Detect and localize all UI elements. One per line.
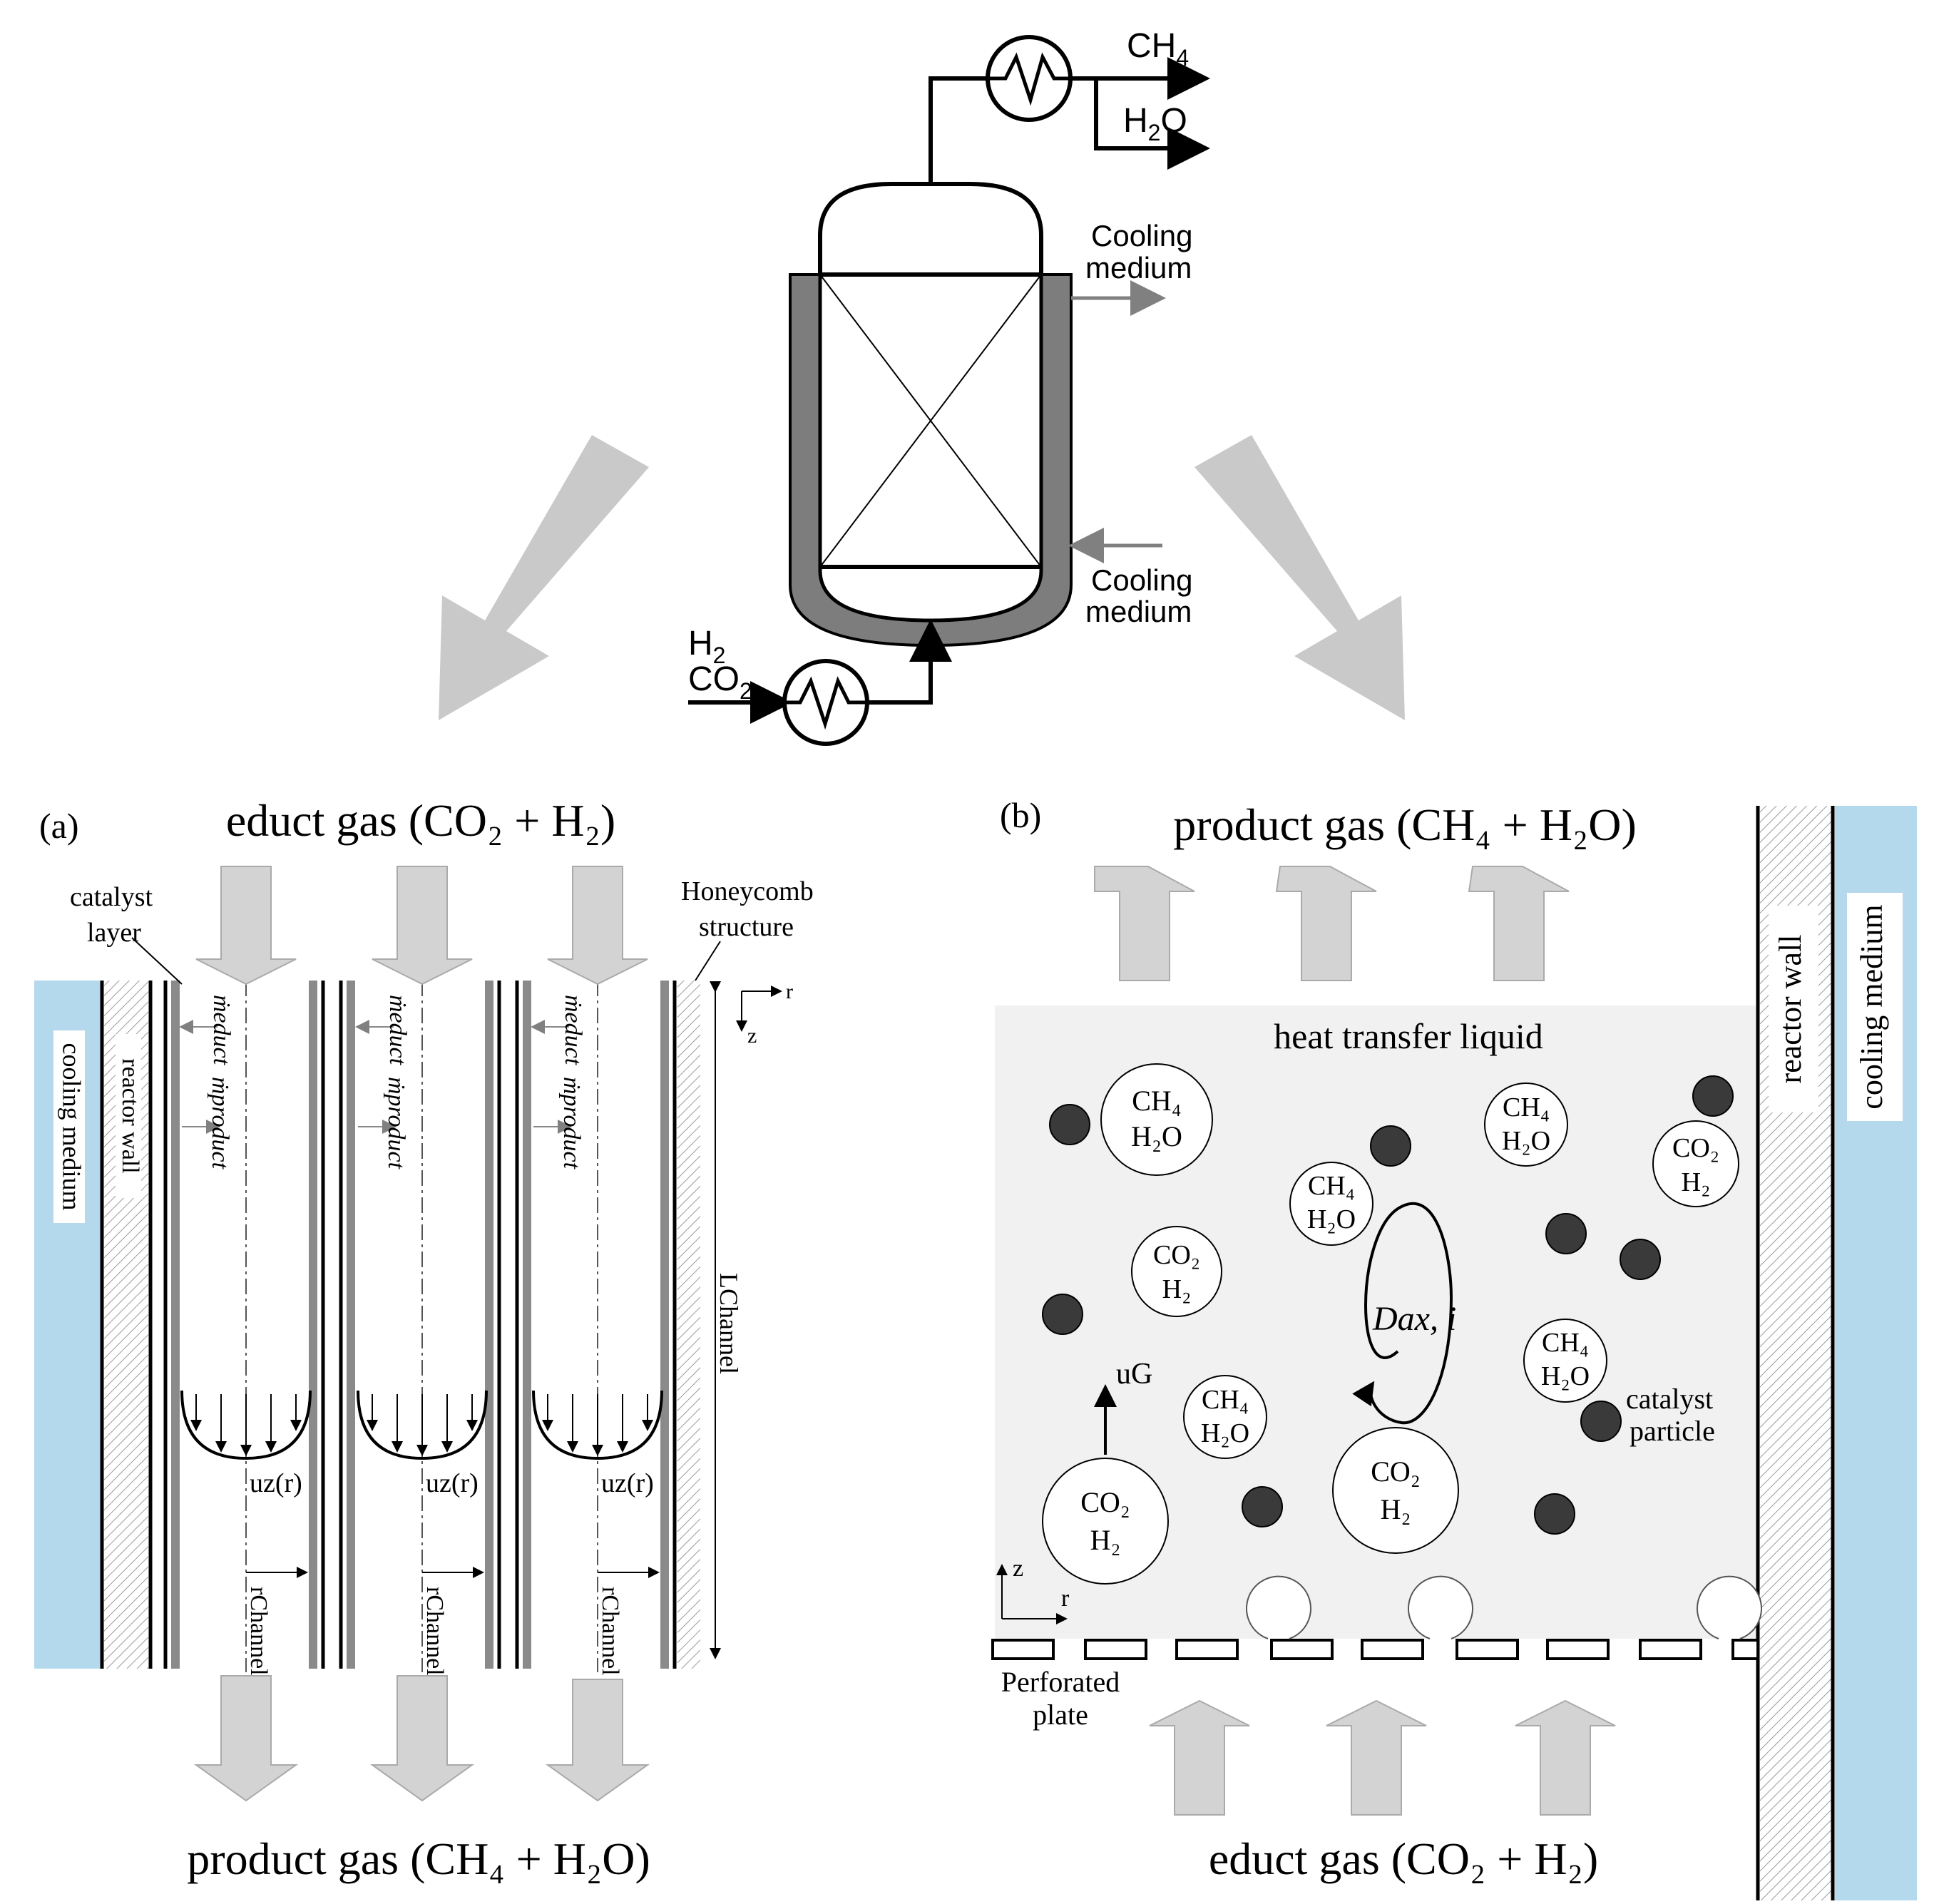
cooling-out-label-1: Cooling xyxy=(1091,219,1192,252)
heat-exchanger-bottom xyxy=(782,659,869,746)
svg-text:H₂O: H₂O xyxy=(1131,1120,1182,1152)
catalyst-particles xyxy=(1042,1075,1734,1535)
catalyst-particle-label-2: particle xyxy=(1630,1415,1715,1447)
velocity-label-1: uz(r) xyxy=(250,1468,302,1498)
panel-b-tag: (b) xyxy=(1000,795,1041,835)
axis-z-a: z xyxy=(747,1024,757,1048)
svg-text:H₂: H₂ xyxy=(1682,1167,1711,1197)
reactor-wall-label-a: reactor wall xyxy=(117,1058,143,1173)
svg-text:CH₄: CH₄ xyxy=(1542,1328,1589,1358)
panel-b: (b) product gas (CH₄ + H₂O) educt gas (C… xyxy=(991,795,1917,1900)
radius-label-3: rChannel xyxy=(597,1587,623,1676)
dispersion-loop xyxy=(1352,1202,1453,1425)
svg-text:ṁproduct: ṁproduct xyxy=(383,1077,409,1170)
bubble-ch4-h2o: CH₄ H₂O xyxy=(1523,1319,1607,1403)
axis-r-b: r xyxy=(1061,1585,1070,1612)
radius-label-2: rChannel xyxy=(421,1587,448,1676)
perforated-plate xyxy=(991,1639,1759,1660)
ch4-label: CH4 xyxy=(1127,27,1189,71)
reactor-wall-label-b: reactor wall xyxy=(1773,935,1808,1084)
svg-text:CH₄: CH₄ xyxy=(1503,1092,1550,1122)
inlet-block-arrows-a xyxy=(193,866,650,1802)
gas-bubbles: CH₄ H₂O CH₄ H₂O CO₂ H₂ CH₄ H₂O CO₂ H xyxy=(1042,1063,1739,1585)
svg-text:ṁeduct: ṁeduct xyxy=(560,995,586,1066)
co2-inlet-label: CO2 xyxy=(688,660,752,704)
emerging-bubbles xyxy=(1246,1575,1762,1639)
arrow-to-panel-a xyxy=(439,435,649,720)
bubble-ch4-h2o: CH₄ H₂O xyxy=(1100,1063,1213,1176)
svg-text:ṁeduct: ṁeduct xyxy=(384,995,411,1066)
honeycomb-hatch xyxy=(677,981,700,1669)
svg-text:ṁproduct: ṁproduct xyxy=(207,1077,233,1170)
svg-text:H₂O: H₂O xyxy=(1307,1204,1356,1234)
h2o-outlet-arrow xyxy=(1094,78,1210,170)
panel-b-top-title: product gas (CH₄ + H₂O) xyxy=(1173,799,1637,850)
perforated-label-2: plate xyxy=(1033,1699,1088,1731)
svg-text:H₂: H₂ xyxy=(1162,1274,1192,1304)
vessel-dome xyxy=(818,182,1043,275)
liquid-label: heat transfer liquid xyxy=(1274,1016,1543,1056)
svg-text:H₂O: H₂O xyxy=(1201,1418,1249,1448)
heat-exchanger-top xyxy=(986,35,1073,122)
bubble-co2-h2: CO₂ H₂ xyxy=(1042,1458,1169,1585)
bubble-ch4-h2o: CH₄ H₂O xyxy=(1289,1162,1373,1246)
bubble-ch4-h2o: CH₄ H₂O xyxy=(1183,1375,1267,1459)
svg-text:CO₂: CO₂ xyxy=(1153,1240,1200,1270)
dispersion-label: Dax, i xyxy=(1372,1300,1456,1338)
svg-text:CO₂: CO₂ xyxy=(1371,1455,1421,1488)
radius-label-1: rChannel xyxy=(245,1587,272,1676)
perforated-label-1: Perforated xyxy=(1001,1666,1120,1698)
velocity-profiles xyxy=(180,1390,663,1460)
bubble-ch4-h2o: CH₄ H₂O xyxy=(1484,1082,1568,1167)
channel-walls xyxy=(163,981,700,1669)
svg-text:CH₄: CH₄ xyxy=(1132,1085,1182,1117)
bubble-co2-h2: CO₂ H₂ xyxy=(1652,1120,1739,1207)
panel-a-bottom-title: product gas (CH₄ + H₂O) xyxy=(187,1833,650,1884)
panel-a: (a) educt gas (CO₂ + H₂) product gas (CH… xyxy=(34,795,814,1884)
axis-r-a: r xyxy=(786,980,793,1003)
panel-a-tag: (a) xyxy=(39,806,79,846)
svg-text:ṁproduct: ṁproduct xyxy=(558,1077,585,1170)
svg-text:H₂: H₂ xyxy=(1090,1524,1121,1556)
outlet-block-arrows-b xyxy=(1094,866,1570,981)
svg-text:H₂: H₂ xyxy=(1381,1493,1411,1525)
velocity-label-2: uz(r) xyxy=(426,1468,479,1498)
inlet-riser xyxy=(867,619,952,705)
svg-text:CH₄: CH₄ xyxy=(1202,1385,1249,1415)
cooling-in-label-2: medium xyxy=(1085,595,1192,628)
length-label: LChannel xyxy=(715,1273,743,1374)
axis-a xyxy=(736,986,782,1032)
bubble-co2-h2: CO₂ H₂ xyxy=(1131,1226,1222,1317)
svg-text:CO₂: CO₂ xyxy=(1672,1133,1719,1163)
reactor-schematic: CH4 H2O Cooling medium Cooling medium H2… xyxy=(688,27,1210,746)
panel-a-top-title: educt gas (CO₂ + H₂) xyxy=(226,795,615,846)
catalyst-layer-label-1: catalyst xyxy=(70,882,153,912)
axis-z-b: z xyxy=(1013,1555,1023,1582)
catalyst-particle-label-1: catalyst xyxy=(1626,1383,1713,1415)
channel-centerlines xyxy=(245,981,598,1672)
gas-velocity-label: uG xyxy=(1116,1358,1152,1391)
svg-text:ṁeduct: ṁeduct xyxy=(208,995,235,1066)
axis-b xyxy=(996,1564,1068,1624)
velocity-label-3: uz(r) xyxy=(601,1468,654,1498)
svg-text:H₂O: H₂O xyxy=(1541,1361,1590,1391)
panel-b-bottom-title: educt gas (CO₂ + H₂) xyxy=(1209,1833,1598,1884)
honeycomb-label-2: structure xyxy=(699,912,794,942)
honeycomb-label-1: Honeycomb xyxy=(681,876,814,906)
cooling-in-label-1: Cooling xyxy=(1091,563,1192,597)
cooling-out-label-2: medium xyxy=(1085,251,1192,285)
mass-flux-annotations: ṁeduct ṁproduct ṁeduct ṁproduct ṁeduct ṁ… xyxy=(179,995,586,1170)
h2-inlet-label: H2 xyxy=(688,625,725,668)
svg-text:CH₄: CH₄ xyxy=(1308,1171,1355,1201)
arrow-to-panel-b xyxy=(1194,435,1405,720)
catalyst-layer-label-2: layer xyxy=(87,918,141,948)
cooling-medium-label-a: cooling medium xyxy=(58,1043,86,1211)
cooling-medium-label-b: cooling medium xyxy=(1854,904,1889,1109)
svg-text:CO₂: CO₂ xyxy=(1080,1486,1130,1518)
inlet-block-arrows-b xyxy=(1149,1699,1616,1816)
h2o-label: H2O xyxy=(1123,102,1187,145)
bubble-co2-h2: CO₂ H₂ xyxy=(1332,1427,1459,1554)
svg-text:H₂O: H₂O xyxy=(1502,1126,1550,1156)
